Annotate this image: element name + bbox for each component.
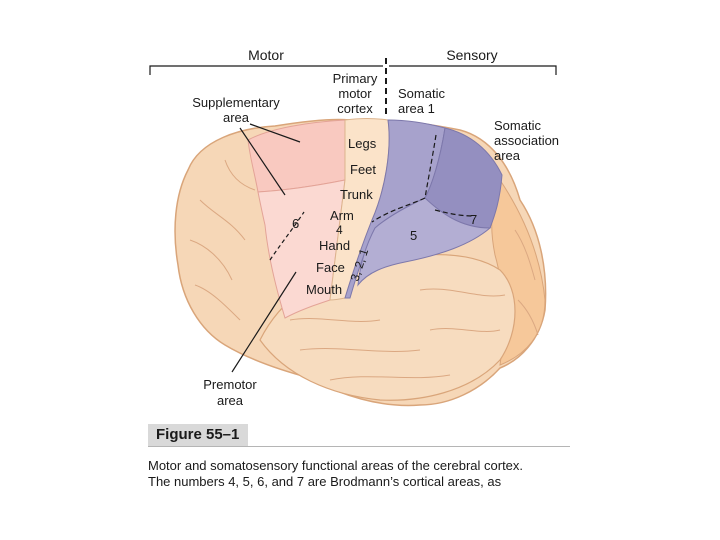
supplementary-leader-2 [239, 127, 286, 196]
figure-caption: Motor and somatosensory functional areas… [148, 458, 572, 490]
caption-divider [148, 446, 570, 447]
brain-diagram: Motor Sensory [149, 47, 559, 408]
premotor-region [257, 179, 346, 319]
area-6-premotor [247, 119, 346, 319]
body-part-mouth: Mouth [306, 282, 342, 297]
figure-title-box [148, 424, 248, 446]
primary-motor-label-1: Primary [333, 71, 378, 86]
association-label-2: association [494, 133, 559, 148]
header-brackets [149, 58, 557, 118]
gyri-lines [189, 159, 539, 381]
body-part-trunk: Trunk [340, 187, 373, 202]
brodmann-7-label: 7 [470, 212, 477, 227]
association-label-1: Somatic [494, 118, 541, 133]
brodmann-4-label: 4 [336, 223, 343, 237]
body-part-hand: Hand [319, 238, 350, 253]
body-part-face: Face [316, 260, 345, 275]
supplementary-label-1: Supplementary [192, 95, 280, 110]
area-5-7-boundary [434, 209, 475, 217]
body-part-feet: Feet [350, 162, 376, 177]
premotor-leader [231, 271, 297, 373]
motor-heading: Motor [248, 47, 284, 63]
sensory-heading: Sensory [446, 47, 497, 63]
premotor-label-1: Premotor [203, 377, 257, 392]
sensory-bracket [389, 65, 557, 75]
association-label-3: area [494, 148, 521, 163]
supplementary-leader-1 [249, 123, 301, 143]
brodmann-6-label: 6 [292, 216, 299, 231]
brodmann-5-label: 5 [410, 228, 417, 243]
primary-motor-label-2: motor [338, 86, 372, 101]
area-6-boundary [269, 211, 305, 261]
caption-line-2: The numbers 4, 5, 6, and 7 are Brodmann’… [148, 474, 502, 489]
premotor-label-2: area [217, 393, 244, 408]
figure-title: Figure 55–1 [156, 426, 240, 443]
primary-motor-label-3: cortex [337, 101, 373, 116]
motor-bracket [149, 65, 383, 75]
caption-line-1: Motor and somatosensory functional areas… [148, 458, 524, 473]
somatic-area-label-2: area 1 [398, 101, 435, 116]
supplementary-label-2: area [223, 110, 250, 125]
body-part-legs: Legs [348, 136, 377, 151]
somatic-area-label-1: Somatic [398, 86, 445, 101]
leader-lines [231, 123, 301, 373]
body-part-arm: Arm [330, 208, 354, 223]
sensory-boundary [371, 134, 437, 223]
somatosensory-region [344, 119, 503, 299]
